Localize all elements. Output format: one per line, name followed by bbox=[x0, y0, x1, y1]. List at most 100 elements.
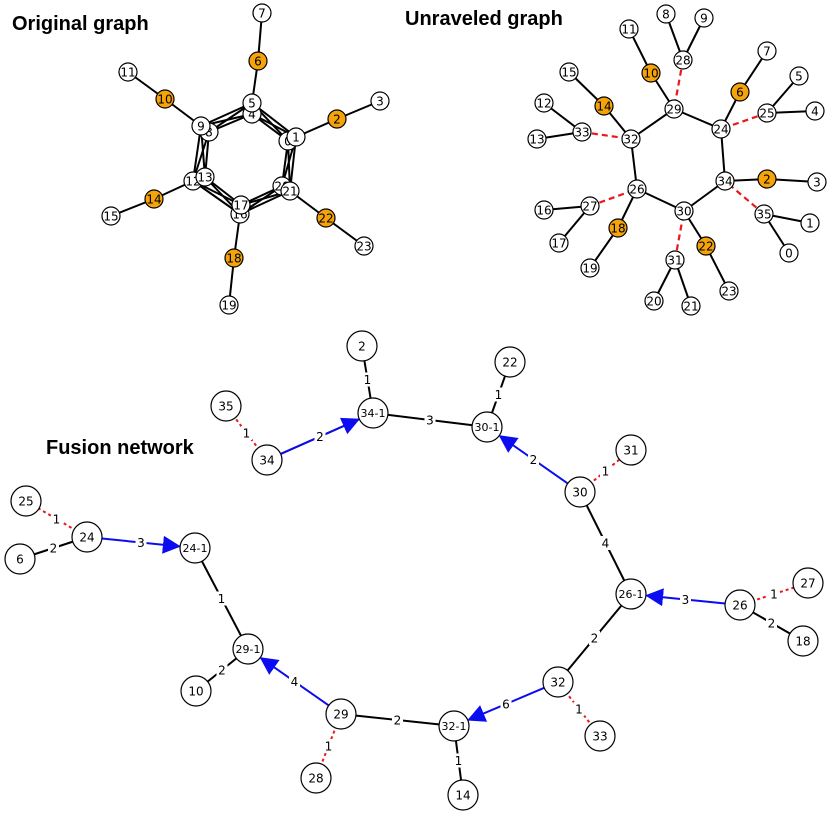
fusion-node-35: 35 bbox=[210, 390, 242, 422]
fusion-node-label: 24 bbox=[79, 530, 94, 544]
fusion-node-label: 30 bbox=[572, 485, 587, 499]
unraveled-node-label: 28 bbox=[675, 53, 690, 67]
original-node-6: 6 bbox=[248, 51, 268, 71]
fusion-network-title: Fusion network bbox=[46, 437, 195, 459]
unraveled-node-label: 17 bbox=[551, 236, 566, 250]
fusion-node-circle bbox=[10, 485, 42, 517]
unraveled-node-label: 33 bbox=[574, 125, 589, 139]
original-node-label: 23 bbox=[356, 239, 371, 253]
unraveled-node-11: 11 bbox=[619, 19, 639, 39]
fusion-arrow-label-32-32-1: 6 bbox=[500, 697, 512, 711]
original-node-22: 22 bbox=[316, 208, 336, 228]
unraveled-node-circle bbox=[534, 93, 554, 113]
unraveled-node-circle bbox=[715, 171, 735, 191]
original-node-11: 11 bbox=[118, 62, 138, 82]
fusion-edge-label-30-26-1: 4 bbox=[600, 536, 611, 550]
original-node-label: 4 bbox=[248, 107, 256, 121]
original-node-circle bbox=[242, 93, 262, 113]
unraveled-node-label: 20 bbox=[646, 294, 661, 308]
original-node-circle bbox=[224, 248, 244, 268]
edge-label-text: 1 bbox=[495, 388, 503, 402]
original-node-label: 1 bbox=[292, 130, 300, 144]
original-node-14: 14 bbox=[144, 189, 164, 209]
unraveled-node-label: 0 bbox=[785, 246, 793, 260]
fusion-node-circle bbox=[232, 633, 264, 665]
edge-label-text: 1 bbox=[575, 702, 583, 716]
unraveled-node-circle bbox=[621, 129, 641, 149]
unraveled-node-0: 0 bbox=[779, 243, 799, 263]
fusion-node-29: 29 bbox=[325, 698, 357, 730]
unraveled-node-9: 9 bbox=[694, 8, 714, 28]
unraveled-node-26: 26 bbox=[627, 179, 647, 199]
unraveled-node-circle bbox=[757, 169, 777, 189]
unraveled-node-label: 29 bbox=[666, 102, 681, 116]
unraveled-node-8: 8 bbox=[656, 4, 676, 24]
unraveled-node-label: 32 bbox=[623, 132, 638, 146]
edge-label-background bbox=[289, 674, 300, 689]
unraveled-node-35: 35 bbox=[754, 204, 774, 224]
original-node-circle bbox=[195, 167, 215, 187]
fusion-node-label: 33 bbox=[592, 729, 607, 743]
fusion-node-circle bbox=[300, 762, 332, 794]
original-node-label: 3 bbox=[376, 94, 384, 108]
edge-label-background bbox=[314, 429, 326, 444]
edge-label-background bbox=[424, 413, 436, 427]
unraveled-node-label: 8 bbox=[662, 7, 670, 21]
unraveled-node-label: 4 bbox=[811, 104, 819, 118]
unraveled-node-25: 25 bbox=[757, 103, 777, 123]
edge-label-background bbox=[766, 616, 777, 630]
unraveled-node-label: 7 bbox=[763, 44, 771, 58]
unraveled-node-circle bbox=[694, 8, 714, 28]
fusion-arrow-label-26-26-1: 3 bbox=[680, 592, 691, 607]
unraveled-node-label: 11 bbox=[621, 22, 636, 36]
fusion-node-31: 31 bbox=[615, 434, 647, 466]
fusion-node-label: 6 bbox=[16, 552, 24, 566]
unraveled-node-5: 5 bbox=[789, 66, 809, 86]
fusion-node-label: 34 bbox=[259, 453, 274, 467]
original-node-circle bbox=[155, 89, 175, 109]
edge-label-text: 2 bbox=[530, 453, 538, 467]
fusion-node-label: 14 bbox=[455, 788, 470, 802]
unraveled-node-circle bbox=[594, 96, 614, 116]
unraveled-node-13: 13 bbox=[527, 129, 547, 149]
unraveled-node-21: 21 bbox=[681, 296, 701, 316]
edge-label-text: 1 bbox=[455, 754, 463, 768]
original-node-18: 18 bbox=[224, 248, 244, 268]
original-node-circle bbox=[354, 236, 374, 256]
original-node-9: 9 bbox=[191, 116, 211, 136]
unraveled-node-circle bbox=[527, 129, 547, 149]
fusion-node-label: 35 bbox=[218, 399, 233, 413]
unraveled-node-circle bbox=[757, 41, 777, 61]
edge-label-background bbox=[48, 541, 59, 555]
original-node-label: 5 bbox=[248, 96, 256, 110]
unraveled-node-16: 16 bbox=[534, 200, 554, 220]
fusion-node-circle bbox=[251, 444, 283, 476]
original-node-label: 11 bbox=[120, 65, 135, 79]
original-node-label: 15 bbox=[103, 209, 118, 223]
original-node-label: 8 bbox=[205, 125, 213, 139]
unraveled-node-circle bbox=[656, 4, 676, 24]
unraveled-node-label: 23 bbox=[721, 284, 736, 298]
edge-label-text: 2 bbox=[218, 663, 226, 677]
fusion-node-circle bbox=[724, 589, 756, 621]
edge-label-background bbox=[453, 753, 464, 768]
original-node-label: 14 bbox=[146, 192, 161, 206]
unraveled-node-10: 10 bbox=[641, 63, 661, 83]
unraveled-node-circle bbox=[549, 233, 569, 253]
unraveled-node-label: 26 bbox=[629, 182, 644, 196]
edge-label-text: 2 bbox=[768, 616, 776, 630]
original-node-label: 6 bbox=[254, 54, 262, 68]
fusion-node-label: 29-1 bbox=[236, 643, 261, 656]
unraveled-node-circle bbox=[580, 258, 600, 278]
unraveled-node-label: 24 bbox=[713, 122, 728, 136]
unraveled-node-31: 31 bbox=[665, 250, 685, 270]
fusion-network-nodes: 261014182224252627282930313233343534-130… bbox=[4, 330, 824, 811]
fusion-edge-label-29-1-10: 2 bbox=[216, 663, 228, 677]
unraveled-node-label: 31 bbox=[667, 253, 682, 267]
original-node-label: 9 bbox=[197, 119, 205, 133]
original-node-circle bbox=[370, 91, 390, 111]
original-node-circle bbox=[101, 206, 121, 226]
original-node-circle bbox=[280, 181, 300, 201]
fusion-node-32: 32 bbox=[542, 666, 574, 698]
fusion-node-label: 29 bbox=[333, 707, 348, 721]
